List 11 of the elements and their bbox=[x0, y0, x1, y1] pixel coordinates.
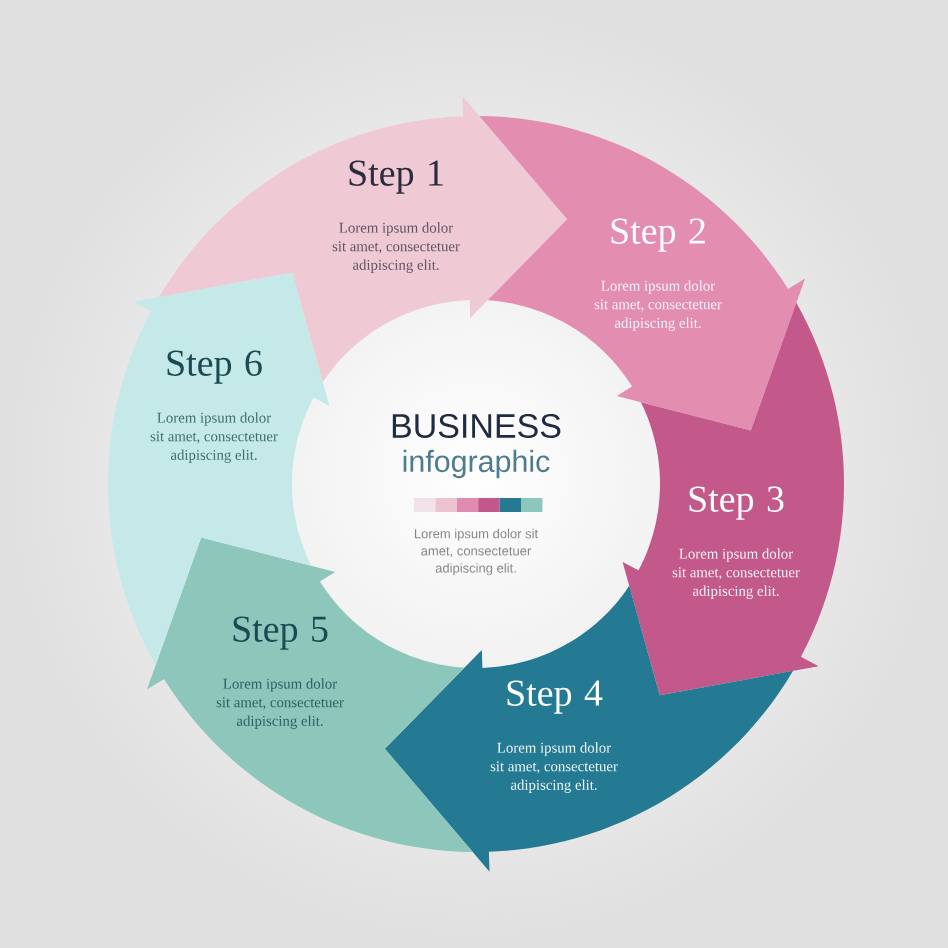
step-title: Step 6 bbox=[167, 350, 262, 384]
step-title: Step 4 bbox=[507, 680, 603, 714]
arrow-segment bbox=[158, 96, 568, 383]
step-title: Step 3 bbox=[689, 486, 784, 520]
step-title: Step 2 bbox=[611, 218, 705, 252]
heading: BUSINESS bbox=[392, 413, 561, 439]
step-title: Step 5 bbox=[233, 616, 328, 650]
step-title: Step 1 bbox=[349, 160, 443, 194]
subheading: infographic bbox=[403, 449, 550, 479]
arrow-segment bbox=[108, 272, 330, 666]
arrow-segment bbox=[384, 585, 794, 872]
